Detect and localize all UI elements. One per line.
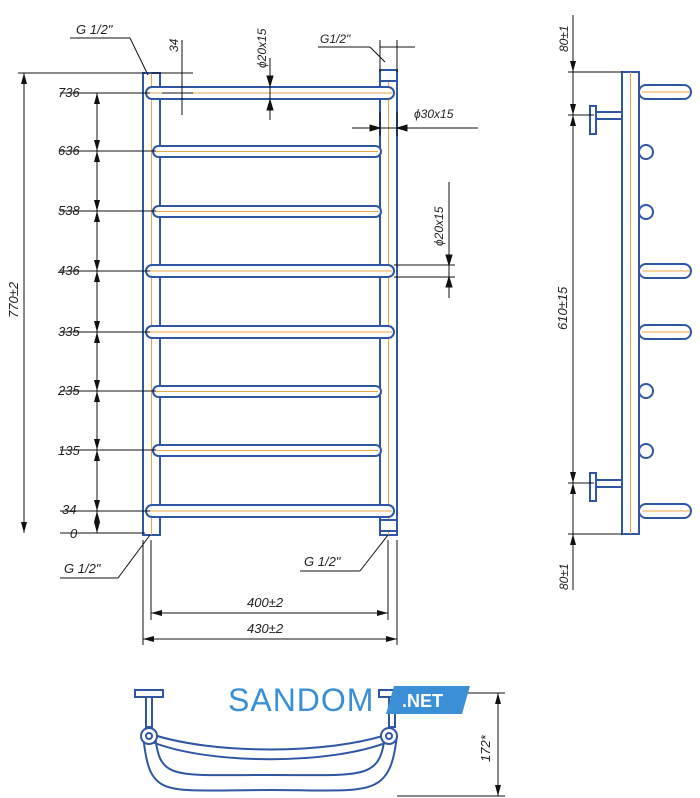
rung-label-335: 335 xyxy=(58,324,80,339)
top-right-inlet xyxy=(379,69,398,82)
dimension-arrows xyxy=(21,73,100,533)
top-left-callout xyxy=(70,37,149,76)
side-top-offset-label: 80±1 xyxy=(557,25,571,52)
inner-width-label: 400±2 xyxy=(247,595,284,610)
rung-label-436: 436 xyxy=(58,263,80,278)
side-view: 80±1 610±15 80±1 xyxy=(555,15,692,590)
frame-pipe-dim xyxy=(352,112,478,136)
watermark-brand: SANDOM xyxy=(228,682,374,718)
top-right-callout xyxy=(318,40,415,72)
watermark-domain: .NET xyxy=(402,691,443,711)
rail-pipe-dim-top xyxy=(266,58,274,120)
watermark-logo: SANDOM .NET xyxy=(228,682,470,718)
frame-pipe-label: ϕ30x15 xyxy=(414,107,454,121)
rung-label-235: 235 xyxy=(57,383,80,398)
rung-label-34: 34 xyxy=(62,502,76,517)
rung-label-538: 538 xyxy=(58,203,80,218)
top-offset-label: 34 xyxy=(167,38,181,52)
top-offset-dim xyxy=(151,40,193,115)
side-dims xyxy=(568,15,622,590)
front-view: 736 636 538 436 335 235 135 34 0 770±2 G… xyxy=(6,22,478,645)
rung-label-135: 135 xyxy=(58,443,80,458)
bottom-left-connection-label: G 1/2" xyxy=(64,561,102,576)
total-height-label: 770±2 xyxy=(6,281,21,318)
bottom-right-connection-label: G 1/2" xyxy=(304,554,342,569)
bottom-right-inlet xyxy=(379,519,398,532)
top-right-connection-label: G1/2" xyxy=(320,32,351,46)
rungs xyxy=(145,86,395,518)
bottom-left-callout xyxy=(60,534,151,579)
width-dims xyxy=(142,540,398,645)
rail-pipe-mid-label: ϕ20x15 xyxy=(432,206,446,246)
side-bottom-offset-label: 80±1 xyxy=(557,563,571,590)
rung-label-736: 736 xyxy=(58,85,80,100)
rail-pipe-top-label: ϕ20x15 xyxy=(255,28,269,68)
rung-label-636: 636 xyxy=(58,143,80,158)
rail-pipe-dim-mid xyxy=(394,182,455,298)
side-rungs xyxy=(638,84,692,519)
outer-width-label: 430±2 xyxy=(247,621,284,636)
side-mount-spacing-label: 610±15 xyxy=(555,286,570,330)
bottom-right-callout xyxy=(300,534,389,572)
top-view-depth-label: 172* xyxy=(478,734,493,762)
rung-label-0: 0 xyxy=(70,526,78,541)
wall-mounts xyxy=(589,105,623,502)
rung-leaders xyxy=(18,72,156,534)
top-left-connection-label: G 1/2" xyxy=(76,22,114,37)
